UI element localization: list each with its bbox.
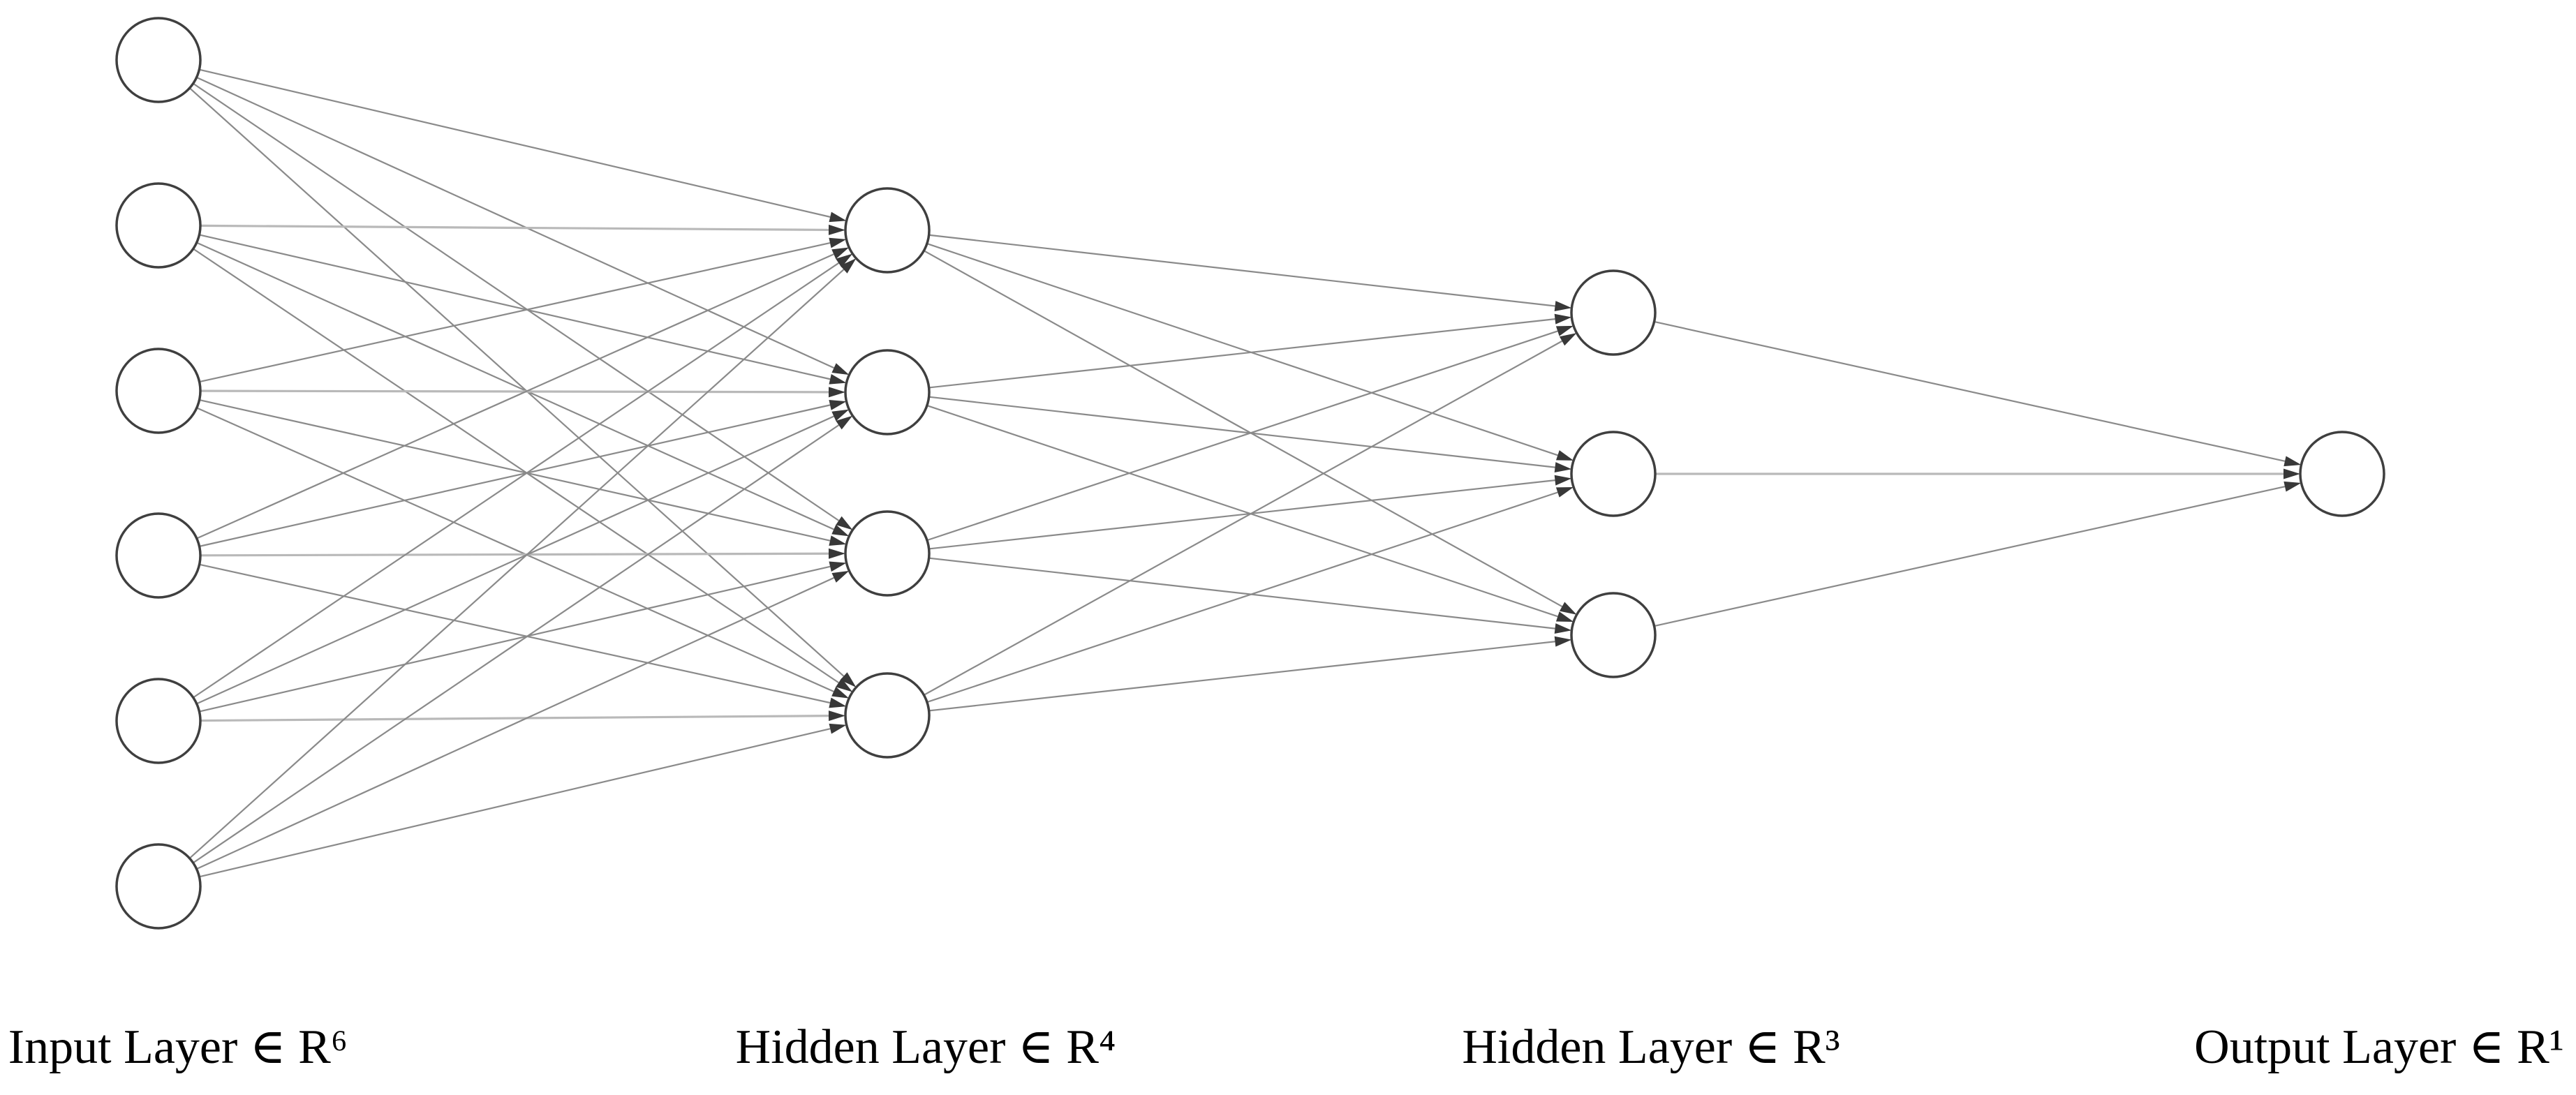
edge-input6-hidden13	[196, 576, 835, 870]
arrowheads-group	[828, 211, 2302, 734]
edge-input3-hidden12	[200, 389, 829, 394]
arrowhead-input2-hidden12	[829, 373, 847, 385]
edge-hidden14-hidden22	[926, 491, 1558, 703]
edge-input2-hidden12	[199, 234, 831, 380]
arrowhead-input4-hidden14	[829, 697, 847, 708]
arrowhead-input6-hidden14	[829, 723, 847, 734]
edge-input4-hidden13	[200, 552, 829, 557]
edge-hidden14-hidden23	[928, 641, 1555, 712]
nodes-group	[115, 17, 2385, 930]
arrowhead-input5-hidden13	[829, 561, 847, 572]
arrowhead-input4-hidden12	[829, 400, 847, 410]
edge-input1-hidden14	[188, 87, 845, 677]
arrowhead-hidden23-output1	[2283, 481, 2302, 492]
arrowhead-input1-hidden14	[840, 672, 857, 687]
edge-hidden12-hidden23	[926, 404, 1558, 618]
input-node-4	[115, 512, 202, 599]
layer-label-output: Output Layer ∈ R¹	[2194, 1020, 2564, 1074]
edge-input5-hidden11	[193, 262, 839, 699]
hidden1-node-4	[844, 672, 931, 759]
layer-label-hidden1: Hidden Layer ∈ R⁴	[735, 1020, 1116, 1074]
edge-input3-hidden11	[199, 241, 831, 383]
arrowhead-input3-hidden13	[829, 535, 847, 546]
edge-hidden11-hidden22	[926, 243, 1558, 456]
edge-hidden13-hidden23	[928, 557, 1555, 630]
edges-group	[188, 68, 2286, 878]
arrowhead-hidden13-hidden23	[1554, 623, 1572, 634]
arrowhead-input2-hidden11	[828, 224, 846, 235]
hidden1-node-2	[844, 349, 931, 435]
layer-label-input: Input Layer ∈ R⁶	[8, 1020, 348, 1074]
input-node-2	[115, 182, 202, 269]
input-node-3	[115, 348, 202, 434]
edge-hidden11-hidden23	[923, 250, 1563, 608]
edge-input2-hidden11	[200, 224, 829, 232]
edge-hidden11-hidden21	[928, 234, 1555, 307]
hidden2-node-2	[1570, 431, 1657, 517]
arrowhead-input1-hidden12	[831, 363, 850, 375]
edge-input3-hidden14	[196, 407, 834, 692]
arrowhead-input3-hidden14	[831, 686, 850, 699]
edge-hidden14-hidden21	[923, 340, 1563, 696]
hidden1-node-3	[844, 510, 931, 597]
arrowhead-input6-hidden11	[840, 258, 857, 274]
arrowhead-input4-hidden13	[828, 548, 846, 559]
edge-input2-hidden14	[193, 248, 839, 684]
arrowhead-hidden22-output1	[2283, 468, 2300, 479]
hidden2-node-3	[1570, 592, 1657, 678]
edge-hidden23-output1	[1654, 486, 2286, 627]
arrowhead-input6-hidden12	[836, 415, 853, 430]
arrowhead-input3-hidden12	[828, 387, 846, 398]
arrowhead-hidden13-hidden22	[1554, 475, 1572, 486]
arrowhead-input1-hidden11	[829, 211, 847, 223]
arrowhead-input6-hidden13	[831, 570, 850, 583]
arrowhead-input5-hidden11	[836, 253, 853, 268]
edge-input1-hidden13	[193, 82, 840, 521]
edge-input2-hidden13	[196, 241, 834, 530]
edge-hidden21-output1	[1654, 320, 2286, 462]
arrowhead-hidden12-hidden23	[1555, 611, 1574, 622]
arrowhead-hidden14-hidden23	[1554, 636, 1572, 647]
edge-input4-hidden12	[199, 404, 831, 547]
arrowhead-input5-hidden14	[828, 710, 846, 722]
arrowhead-input5-hidden12	[831, 409, 850, 422]
input-node-6	[115, 843, 202, 930]
arrowhead-hidden11-hidden23	[1559, 602, 1577, 615]
arrowhead-input2-hidden13	[831, 524, 850, 537]
edge-hidden13-hidden22	[928, 479, 1555, 550]
arrowhead-input4-hidden11	[831, 247, 850, 260]
edge-input6-hidden11	[188, 269, 845, 859]
edge-input5-hidden13	[199, 565, 831, 713]
edge-input5-hidden12	[196, 415, 834, 705]
edge-input6-hidden14	[199, 728, 831, 878]
edge-input3-hidden13	[199, 398, 831, 542]
arrowhead-hidden14-hidden22	[1555, 486, 1574, 498]
arrowhead-hidden13-hidden21	[1555, 325, 1574, 336]
arrowhead-input1-hidden13	[836, 516, 853, 530]
layer-label-hidden2: Hidden Layer ∈ R³	[1462, 1020, 1840, 1074]
edge-input6-hidden12	[193, 424, 840, 864]
arrowhead-hidden12-hidden21	[1554, 313, 1572, 325]
edge-input1-hidden11	[199, 68, 831, 218]
hidden1-node-1	[844, 187, 931, 274]
edge-hidden13-hidden21	[926, 330, 1558, 542]
input-node-5	[115, 678, 202, 764]
arrowhead-hidden12-hidden22	[1554, 462, 1572, 473]
hidden2-node-1	[1570, 269, 1657, 356]
edge-hidden12-hidden22	[928, 396, 1555, 468]
arrowhead-hidden21-output1	[2283, 456, 2302, 467]
arrowhead-hidden11-hidden22	[1555, 450, 1574, 461]
arrowhead-input3-hidden11	[829, 237, 847, 248]
edge-hidden12-hidden21	[928, 318, 1555, 389]
edge-input4-hidden11	[196, 253, 834, 539]
edge-input5-hidden14	[200, 715, 829, 722]
edge-input4-hidden14	[199, 563, 831, 704]
edge-input1-hidden12	[196, 76, 835, 369]
arrowhead-hidden14-hidden21	[1559, 333, 1577, 346]
arrowhead-hidden11-hidden21	[1554, 301, 1572, 311]
input-node-1	[115, 17, 202, 103]
arrowhead-input2-hidden14	[836, 678, 853, 692]
output-node-1	[2299, 431, 2385, 517]
